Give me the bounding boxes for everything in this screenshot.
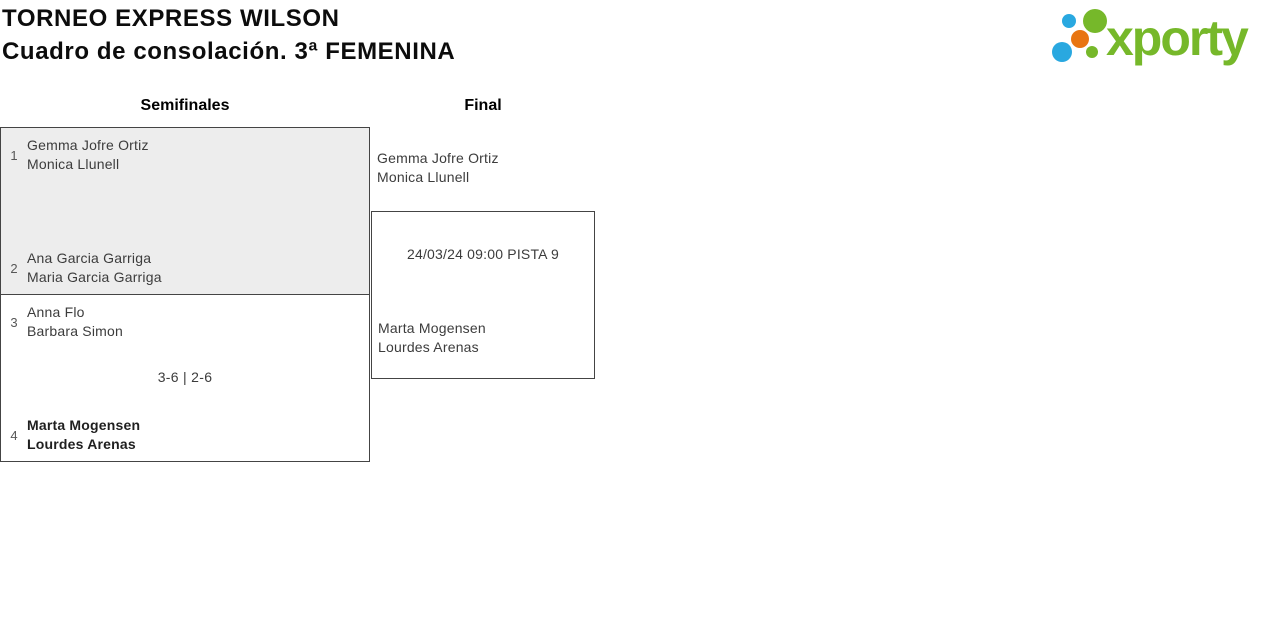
player-name: Maria Garcia Garriga (27, 269, 162, 285)
page-title: TORNEO EXPRESS WILSON Cuadro de consolac… (2, 2, 455, 68)
final-match-schedule: 24/03/24 09:00 PISTA 9 (406, 246, 560, 262)
team-entry: 1 Gemma Jofre Ortiz Monica Llunell (1, 136, 369, 174)
final-match-box: 24/03/24 09:00 PISTA 9 Marta Mogensen Lo… (371, 211, 595, 379)
player-name: Lourdes Arenas (27, 436, 136, 452)
seed-number: 3 (10, 314, 18, 330)
team-players: Anna Flo Barbara Simon (27, 303, 123, 341)
seed-number: 2 (10, 260, 18, 276)
player-name: Gemma Jofre Ortiz (377, 150, 499, 166)
round-header-semifinals: Semifinales (140, 97, 230, 114)
semifinal-match-2: 3 Anna Flo Barbara Simon 3-6 | 2-6 4 Mar… (0, 294, 370, 462)
tournament-name: TORNEO EXPRESS WILSON (2, 5, 340, 32)
team-entry: 3 Anna Flo Barbara Simon (1, 303, 369, 341)
team-players: Marta Mogensen Lourdes Arenas (27, 416, 140, 454)
team-entry-winner: 4 Marta Mogensen Lourdes Arenas (1, 416, 369, 454)
round-header-final: Final (464, 97, 502, 114)
logo-dot-green-small-icon (1086, 46, 1098, 58)
player-name: Anna Flo (27, 304, 85, 320)
player-name: Monica Llunell (27, 156, 120, 172)
final-team-top: Gemma Jofre Ortiz Monica Llunell (377, 149, 499, 187)
team-players: Ana Garcia Garriga Maria Garcia Garriga (27, 249, 162, 287)
logo-dot-blue-large-icon (1052, 42, 1072, 62)
final-team-bottom: Marta Mogensen Lourdes Arenas (378, 319, 486, 357)
player-name: Gemma Jofre Ortiz (27, 137, 149, 153)
match-score (1, 202, 369, 221)
match-score: 3-6 | 2-6 (157, 369, 213, 385)
logo-wordmark: xporty (1106, 10, 1249, 66)
draw-subtitle: Cuadro de consolación. 3ª FEMENINA (2, 38, 456, 65)
logo-dot-orange-icon (1071, 30, 1089, 48)
player-name: Marta Mogensen (378, 320, 486, 336)
logo-dot-green-large-icon (1083, 9, 1107, 33)
player-name: Lourdes Arenas (378, 339, 479, 355)
player-name: Monica Llunell (377, 169, 470, 185)
player-name: Barbara Simon (27, 323, 123, 339)
seed-number: 1 (10, 147, 18, 163)
seed-number: 4 (10, 427, 18, 443)
semifinal-match-1: 1 Gemma Jofre Ortiz Monica Llunell 2 Ana… (0, 127, 370, 295)
player-name: Ana Garcia Garriga (27, 250, 152, 266)
logo-dot-blue-small-icon (1062, 14, 1076, 28)
team-players: Gemma Jofre Ortiz Monica Llunell (27, 136, 149, 174)
xporty-logo: xporty (1050, 5, 1280, 71)
semifinals-column: 1 Gemma Jofre Ortiz Monica Llunell 2 Ana… (0, 127, 370, 462)
team-entry: 2 Ana Garcia Garriga Maria Garcia Garrig… (1, 249, 369, 287)
player-name: Marta Mogensen (27, 417, 141, 433)
